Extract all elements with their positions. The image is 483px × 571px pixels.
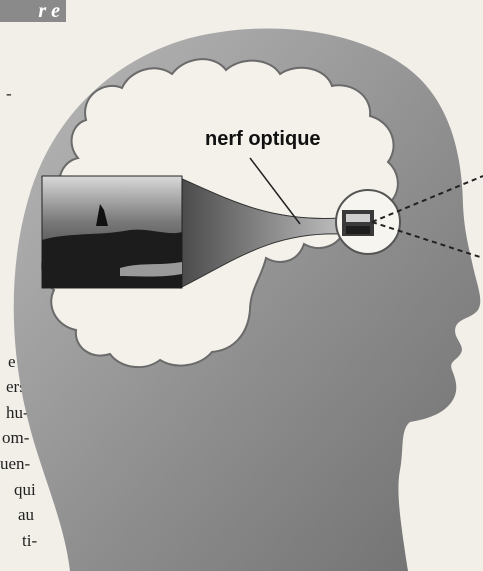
optic-nerve-label: nerf optique <box>205 128 321 150</box>
perceived-image <box>42 176 182 288</box>
